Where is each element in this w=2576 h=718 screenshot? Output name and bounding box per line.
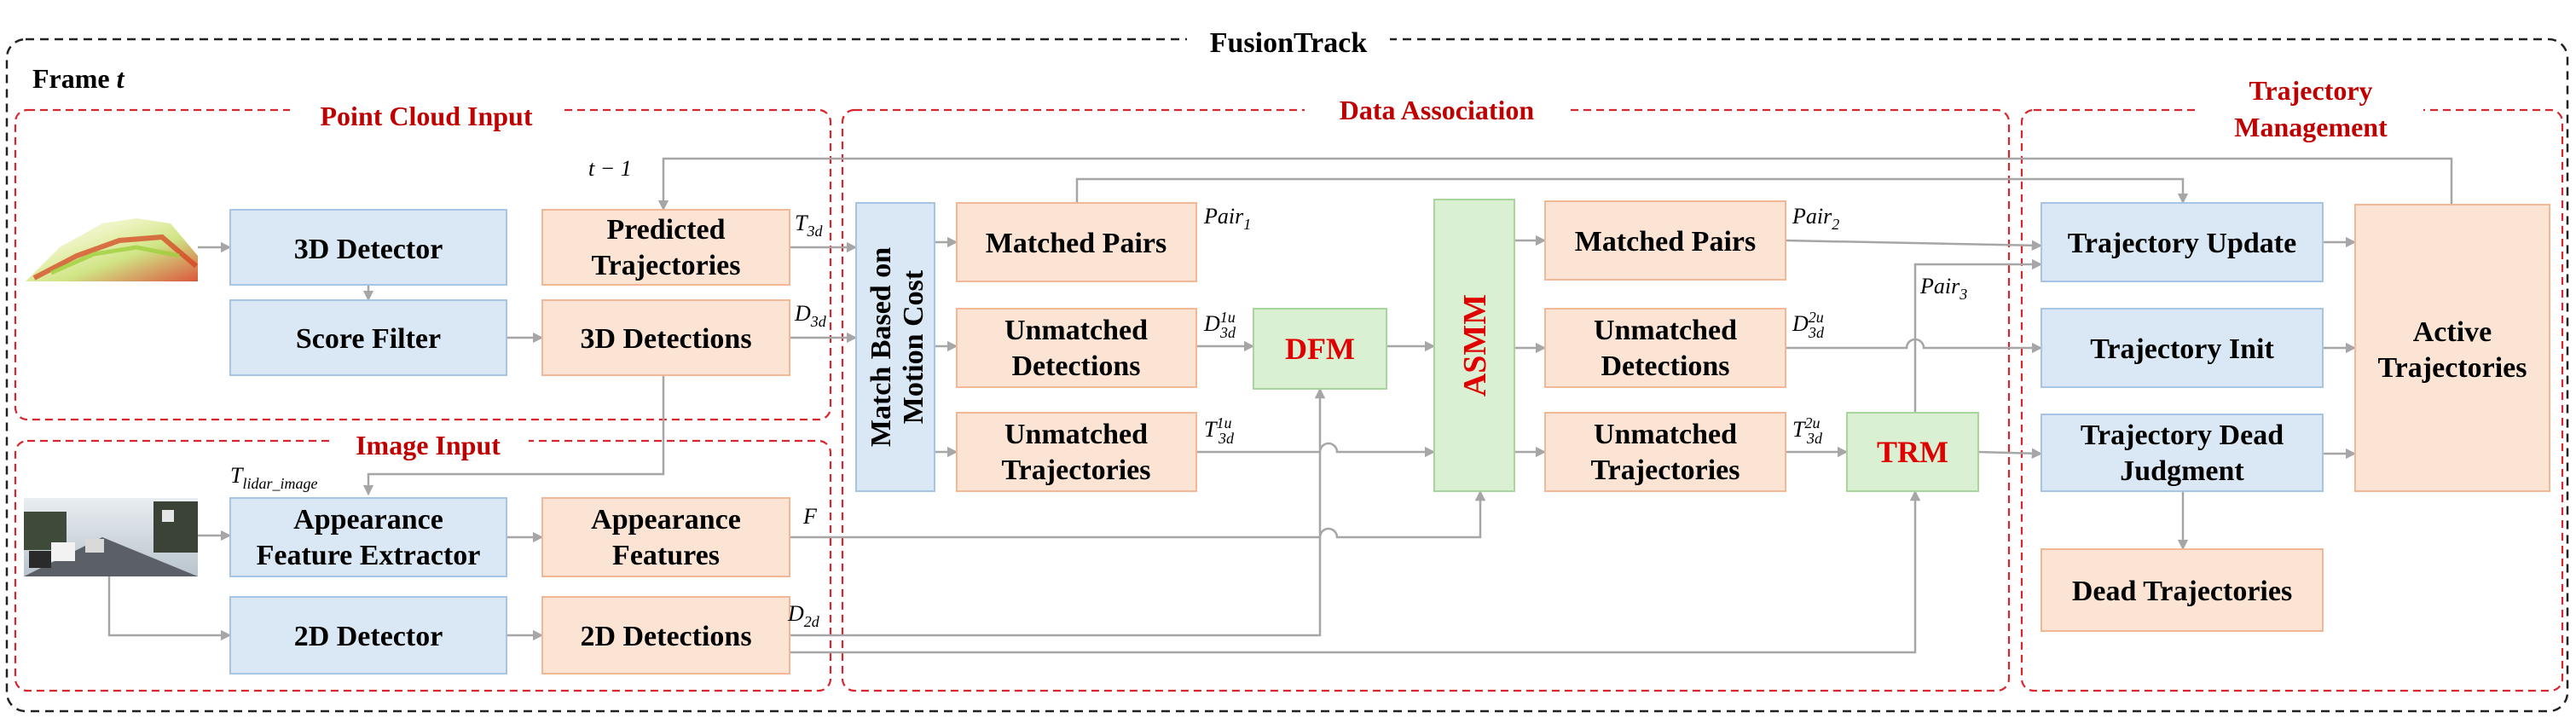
math-t3d: T3d [795,211,823,240]
math-t-minus-1: t − 1 [588,156,632,181]
label-features-line2: Features [612,540,720,571]
label-predicted-line2: Trajectories [592,250,741,281]
label-3d-detector: 3D Detector [294,234,443,265]
arrow-features-to-asmm [790,489,1486,539]
math-d2d: D2d [787,601,820,630]
box-predicted-trajectories: Predicted Trajectories [541,209,790,286]
math-pair3: Pair3 [1919,274,1967,303]
box-asmm: ASMM [1433,199,1515,492]
image-section [14,439,832,692]
math-t-lidar-image: Tlidar_image [230,463,317,492]
box-3d-detector: 3D Detector [229,209,507,286]
diagram-title: FusionTrack [1210,27,1368,59]
label-2d-detections: 2D Detections [580,621,751,652]
label-trajectory-update: Trajectory Update [2068,228,2296,259]
label-score-filter: Score Filter [296,323,441,355]
box-appearance-features: Appearance Features [541,497,790,577]
box-unmatched-detections-2: Unmatched Detections [1544,308,1786,388]
data-association-title-backdrop [1305,94,1569,128]
box-dead-trajectories: Dead Trajectories [2041,548,2324,632]
arrow-matched-pairs-1-to-trajectory-update [1075,177,2189,205]
math-pair1: Pair1 [1203,204,1251,233]
arrow-t-minus-1-feedback [657,157,2453,211]
arrow-unmatched-det-2-to-trajectory-init [1786,338,2043,354]
arrow-2d-detections-to-trm [790,489,1921,654]
box-unmatched-trajectories-1: Unmatched Trajectories [956,412,1197,492]
label-unmatched-traj-1-line2: Trajectories [1002,455,1151,486]
label-unmatched-det-2-line1: Unmatched [1594,315,1737,346]
point-cloud-section [14,108,832,421]
label-unmatched-det-1-line2: Detections [1011,350,1140,382]
point-cloud-title-backdrop [290,96,563,130]
box-score-filter: Score Filter [229,299,507,376]
arrow-matched-pairs-2-to-trajectory-update [1785,239,2043,252]
label-unmatched-traj-2-line2: Trajectories [1591,455,1740,486]
label-unmatched-det-1-line1: Unmatched [1004,315,1148,346]
box-matched-pairs-1: Matched Pairs [956,202,1197,282]
label-dfm: DFM [1285,332,1355,366]
label-trajectory-init: Trajectory Init [2090,333,2274,365]
box-2d-detections: 2D Detections [541,596,790,675]
box-trajectory-dead-judgment: Trajectory Dead Judgment [2041,414,2324,492]
math-d3d: D3d [794,301,827,330]
label-unmatched-traj-2-line1: Unmatched [1594,419,1737,450]
box-2d-detector: 2D Detector [229,596,507,675]
label-asmm: ASMM [1457,294,1493,397]
frame-label: Frame t [32,63,125,94]
math-pair2: Pair2 [1792,204,1839,233]
box-dfm: DFM [1253,308,1387,390]
label-3d-detections: 3D Detections [580,323,751,355]
arrow-2d-detections-to-dfm [790,387,1326,637]
label-match-line1: Match Based on [865,247,897,447]
box-appearance-feature-extractor: Appearance Feature Extractor [229,497,507,577]
trajectory-management-title-backdrop [2198,72,2423,148]
label-active-line2: Trajectories [2378,352,2527,384]
box-trajectory-init: Trajectory Init [2041,308,2324,388]
label-dead-trajectories: Dead Trajectories [2072,576,2292,607]
label-unmatched-det-2-line2: Detections [1601,350,1729,382]
math-f: F [802,504,818,529]
label-active-line1: Active [2413,316,2492,348]
arrow-trm-pair3-to-trajectory-update [1913,258,2043,413]
title-backdrop [1187,20,1390,60]
label-predicted-line1: Predicted [606,214,725,246]
box-3d-detections: 3D Detections [541,299,790,376]
label-dead-judgment-line1: Trajectory Dead [2081,420,2284,451]
box-trajectory-update: Trajectory Update [2041,202,2324,282]
label-features-line1: Appearance [591,504,741,536]
label-extractor-line2: Feature Extractor [257,540,481,571]
label-extractor-line1: Appearance [293,504,443,536]
image-section-title: Image Input [356,430,501,460]
box-unmatched-trajectories-2: Unmatched Trajectories [1544,412,1786,492]
box-trm: TRM [1846,412,1979,492]
label-unmatched-traj-1-line1: Unmatched [1004,419,1148,450]
data-association-section-title: Data Association [1340,95,1535,125]
box-matched-pairs-2: Matched Pairs [1544,200,1786,281]
arrow-trm-to-dead-judgment [1977,448,2043,459]
label-dead-judgment-line2: Judgment [2120,455,2244,487]
label-match-line2: Motion Cost [898,269,929,424]
point-cloud-section-title: Point Cloud Input [321,101,533,131]
arrow-image-to-2d-detector [107,576,232,641]
connectors [107,157,2453,654]
box-active-trajectories: Active Trajectories [2354,204,2550,492]
point-cloud-thumbnail [24,210,198,285]
image-title-backdrop [334,426,529,460]
arrow-3d-detections-to-appearance-extractor [362,375,665,496]
trajectory-management-title-line2: Management [2234,112,2388,142]
label-matched-pairs-1: Matched Pairs [986,228,1166,259]
data-association-section [841,108,2011,692]
label-matched-pairs-2: Matched Pairs [1575,226,1756,258]
box-match-motion-cost: Match Based on Motion Cost [855,202,935,492]
camera-image-thumbnail [24,498,198,576]
trajectory-management-title-line1: Trajectory [2249,75,2372,106]
label-trm: TRM [1877,435,1948,469]
label-2d-detector: 2D Detector [294,621,443,652]
box-unmatched-detections-1: Unmatched Detections [956,308,1197,388]
